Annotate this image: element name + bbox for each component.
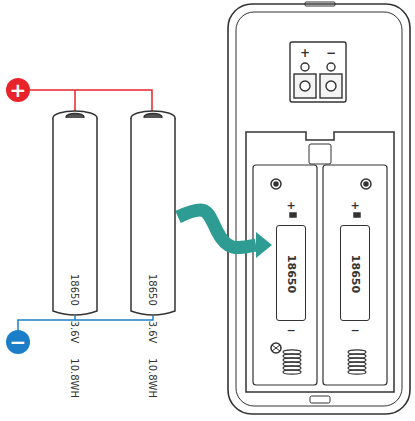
- device-housing: [228, 2, 410, 414]
- terminal-sign: +: [300, 47, 310, 59]
- cell-spec: 3.6V: [148, 321, 159, 344]
- positive-wire: [30, 90, 152, 116]
- positive-badge: [6, 78, 30, 102]
- negative-wire: [18, 316, 153, 330]
- battery-slot: 18650: [340, 225, 370, 321]
- cell-spec: 3.6V: [70, 321, 81, 344]
- cell-spec: 10.8WH: [148, 358, 159, 398]
- cell-spec: 18650: [70, 274, 81, 306]
- slot-sign: +: [350, 200, 359, 211]
- slot-label: 18650: [286, 255, 299, 293]
- negative-badge: [6, 330, 30, 354]
- slot-sign: −: [286, 325, 295, 336]
- cell-spec: 18650: [148, 274, 159, 306]
- spring-coil: [283, 370, 301, 374]
- negative-sign: −: [10, 332, 27, 352]
- slot-sign: +: [286, 200, 295, 211]
- slot-sign: −: [350, 325, 359, 336]
- spring: [283, 350, 366, 374]
- spring-coil: [348, 370, 366, 374]
- cell-spec: 10.8WH: [70, 358, 81, 398]
- battery-cell: 186503.6V10.8WH: [52, 112, 98, 318]
- positive-sign: +: [10, 80, 27, 100]
- terminal-block: [290, 42, 346, 102]
- battery-compartment: [246, 132, 394, 392]
- terminal-sign: −: [326, 47, 336, 59]
- slot-label: 18650: [350, 255, 363, 293]
- battery-cell: 186503.6V10.8WH: [130, 112, 176, 318]
- battery-slot: 18650: [276, 225, 306, 321]
- insert-arrow: [178, 210, 272, 258]
